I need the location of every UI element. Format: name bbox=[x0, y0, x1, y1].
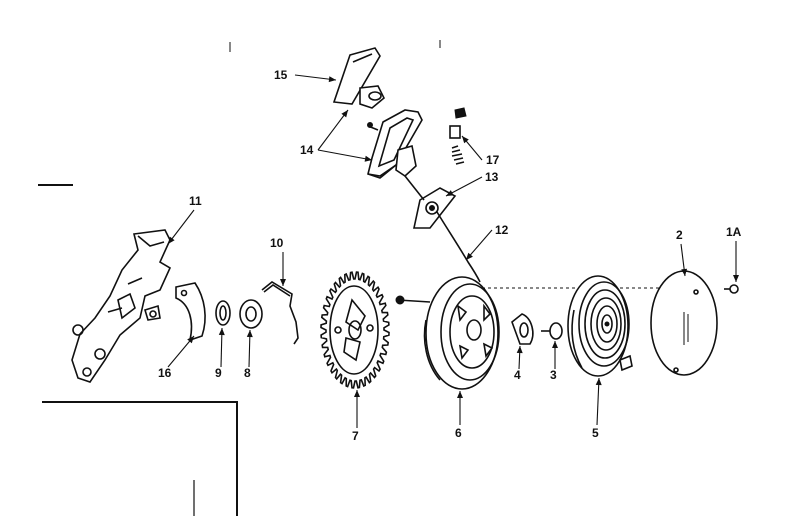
label-part-5: 5 bbox=[592, 426, 599, 440]
leader-13-arrowhead bbox=[446, 190, 454, 196]
part-labels: 15 14 17 13 11 10 12 2 1A 16 9 8 7 6 4 3… bbox=[158, 68, 742, 443]
label-part-6: 6 bbox=[455, 426, 462, 440]
leader-12-arrowhead bbox=[466, 252, 473, 260]
leader-3-arrowhead bbox=[552, 341, 558, 348]
label-part-15: 15 bbox=[274, 68, 288, 82]
part-2-cover bbox=[650, 270, 718, 376]
label-part-14: 14 bbox=[300, 143, 314, 157]
part-9-retainer-ring bbox=[215, 300, 231, 326]
leader-5-arrowhead bbox=[595, 378, 602, 386]
leader-15-arrowhead bbox=[328, 76, 336, 83]
label-part-3: 3 bbox=[550, 368, 557, 382]
leader-6-arrowhead bbox=[457, 391, 463, 398]
leader-17-arrowhead bbox=[462, 136, 469, 144]
label-part-9: 9 bbox=[215, 366, 222, 380]
part-6-pulley bbox=[395, 276, 500, 390]
leader-4-arrowhead bbox=[516, 346, 523, 354]
leader-8-arrowhead bbox=[246, 330, 253, 338]
part-11-mounting-bracket bbox=[71, 229, 172, 383]
label-part-8: 8 bbox=[244, 366, 251, 380]
leader-2-arrowhead bbox=[681, 268, 688, 276]
leader-9-arrowhead bbox=[218, 328, 225, 336]
part-3-screw bbox=[541, 322, 563, 340]
part-8-washer bbox=[239, 299, 263, 329]
part-15-handle-grip bbox=[332, 47, 385, 109]
leader-10-arrowhead bbox=[280, 279, 286, 286]
leader-1a-arrowhead bbox=[733, 275, 739, 282]
part-13-rope-guide bbox=[404, 175, 457, 229]
label-part-4: 4 bbox=[514, 368, 521, 382]
scan-marks bbox=[38, 40, 441, 516]
leader-14b-arrowhead bbox=[364, 155, 372, 162]
part-17-screw-spring bbox=[449, 107, 467, 165]
part-14-handle-insert bbox=[367, 109, 423, 179]
leader-14b bbox=[317, 149, 373, 161]
label-part-16: 16 bbox=[158, 366, 172, 380]
leader-14a bbox=[317, 109, 349, 151]
leader-11-arrowhead bbox=[168, 236, 175, 244]
part-4-pawl bbox=[511, 313, 534, 345]
label-part-7: 7 bbox=[352, 429, 359, 443]
leader-16-arrowhead bbox=[187, 336, 194, 344]
part-16-brake-shoe bbox=[175, 282, 206, 342]
label-part-17: 17 bbox=[486, 153, 500, 167]
leader-lines bbox=[167, 74, 739, 428]
leader-14a-arrowhead bbox=[341, 110, 348, 118]
label-part-11: 11 bbox=[189, 194, 202, 208]
part-7-ratchet-gear bbox=[320, 271, 390, 389]
label-part-10: 10 bbox=[270, 236, 284, 250]
label-part-2: 2 bbox=[676, 228, 683, 242]
part-1a-screw bbox=[724, 284, 739, 294]
part-10-brake-spring bbox=[261, 281, 299, 345]
leader-11 bbox=[167, 209, 195, 245]
label-part-12: 12 bbox=[495, 223, 509, 237]
label-part-1a: 1A bbox=[726, 225, 742, 239]
leader-5 bbox=[596, 377, 600, 426]
label-part-13: 13 bbox=[485, 170, 499, 184]
part-5-spring-housing bbox=[567, 275, 633, 377]
leader-7-arrowhead bbox=[354, 390, 360, 397]
